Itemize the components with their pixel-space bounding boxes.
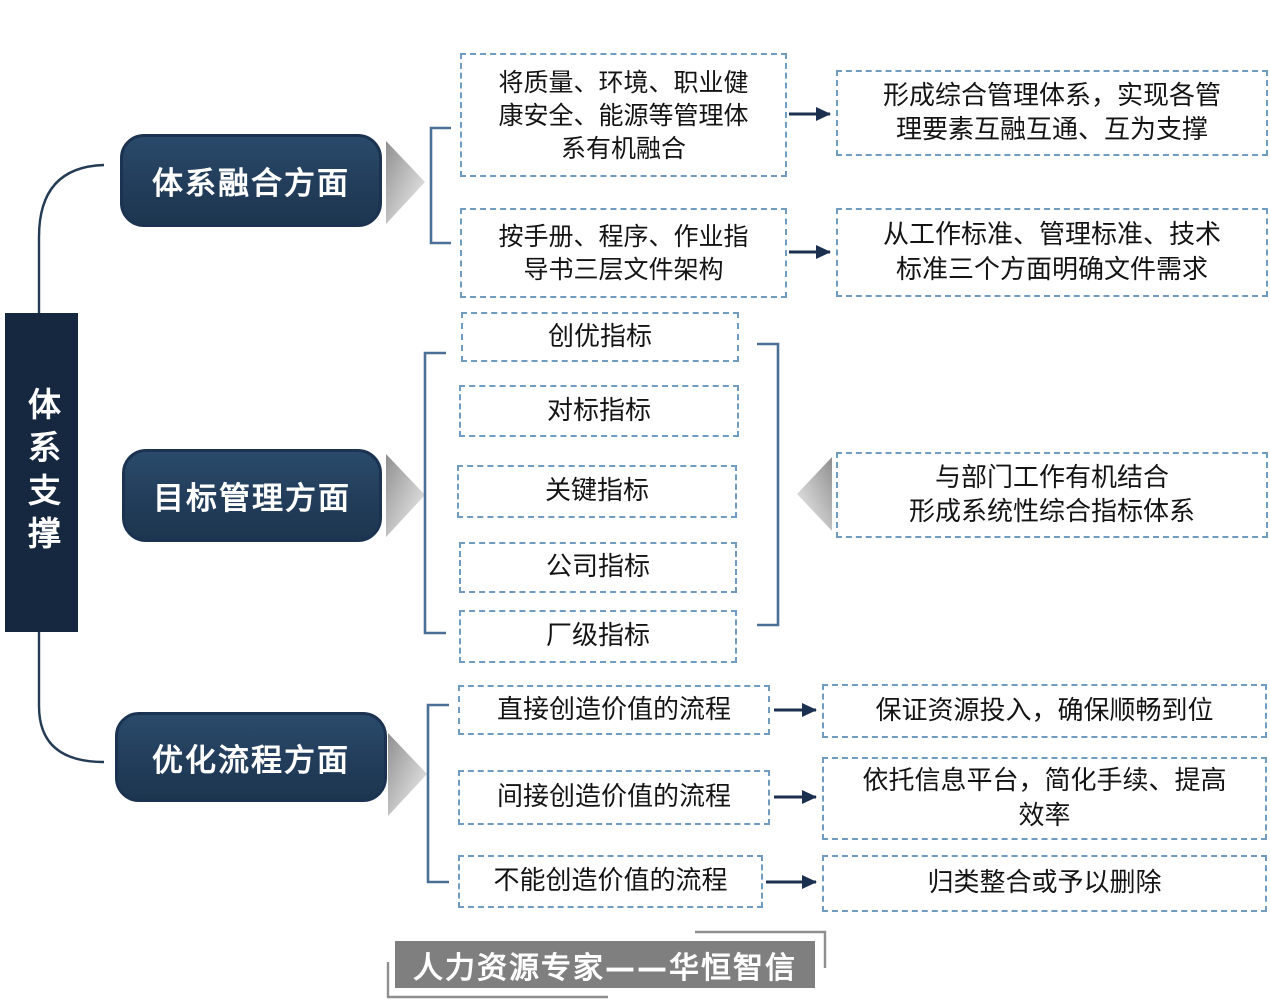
- header-fusion: 体系融合方面: [120, 134, 382, 227]
- footer-frame-bottom-left: [386, 962, 608, 999]
- bracket-indicators-left: [423, 351, 446, 635]
- bracket-process-items: [426, 703, 449, 884]
- bracket-fusion-items: [429, 126, 451, 245]
- box-text-line: 效率: [1018, 800, 1071, 831]
- box-indicator-2: 对标指标: [459, 385, 739, 437]
- box-text-line: 与部门工作有机结合: [934, 462, 1169, 493]
- box-text-line: 形成系统性综合指标体系: [908, 497, 1195, 527]
- box-indicator-1: 创优指标: [461, 312, 739, 362]
- box-indicator-5: 厂级指标: [459, 610, 737, 663]
- box-text-line: 从工作标准、管理标准、技术: [882, 220, 1221, 251]
- chevron-right-icon-fusion: [386, 141, 425, 224]
- box-text-line: 标准三个方面明确文件需求: [895, 254, 1208, 285]
- box-text-line: 归类整合或予以删除: [927, 868, 1162, 899]
- chevron-left-icon-indicators: [797, 457, 832, 531]
- box-process-result-1: 保证资源投入，确保顺畅到位: [822, 684, 1267, 738]
- box-indicator-3: 关键指标: [457, 465, 737, 518]
- box-text-line: 依托信息平台，简化手续、提高: [862, 766, 1227, 797]
- box-process-result-3: 归类整合或予以删除: [822, 855, 1267, 912]
- box-fusion-item-2: 按手册、程序、作业指 导书三层文件架构: [460, 208, 787, 298]
- box-text-line: 系有机融合: [560, 133, 686, 163]
- root-label: 体系支撑: [5, 313, 78, 632]
- box-text-line: 理要素互融互通、互为支撑: [895, 115, 1208, 145]
- bracket-indicators-right: [757, 342, 780, 627]
- chevron-right-icon-process: [388, 733, 427, 816]
- header-target: 目标管理方面: [122, 449, 382, 542]
- box-text-line: 导书三层文件架构: [523, 255, 724, 284]
- box-process-item-3: 不能创造价值的流程: [458, 855, 763, 908]
- box-process-item-2: 间接创造价值的流程: [458, 770, 770, 825]
- footer-frame-top-right: [695, 930, 827, 968]
- box-text-line: 将质量、环境、职业健: [498, 67, 749, 97]
- box-process-result-2: 依托信息平台，简化手续、提高 效率: [822, 757, 1267, 840]
- connector-curve-bottom: [37, 632, 105, 764]
- box-indicator-4: 公司指标: [459, 542, 737, 593]
- box-target-result: 与部门工作有机结合 形成系统性综合指标体系: [836, 452, 1268, 538]
- box-text-line: 按手册、程序、作业指: [498, 222, 749, 251]
- box-fusion-result-2: 从工作标准、管理标准、技术 标准三个方面明确文件需求: [836, 208, 1268, 297]
- box-fusion-item-1: 将质量、环境、职业健 康安全、能源等管理体 系有机融合: [460, 53, 787, 177]
- box-text-line: 形成综合管理体系，实现各管: [882, 80, 1221, 111]
- footer-banner: 人力资源专家——华恒智信: [395, 941, 815, 988]
- header-process: 优化流程方面: [115, 712, 387, 802]
- connector-curve-top: [37, 163, 105, 313]
- box-text-line: 保证资源投入，确保顺畅到位: [875, 695, 1214, 726]
- box-process-item-1: 直接创造价值的流程: [458, 685, 770, 735]
- chevron-right-icon-target: [386, 454, 425, 537]
- box-text-line: 康安全、能源等管理体: [498, 100, 749, 130]
- box-fusion-result-1: 形成综合管理体系，实现各管 理要素互融互通、互为支撑: [836, 70, 1268, 156]
